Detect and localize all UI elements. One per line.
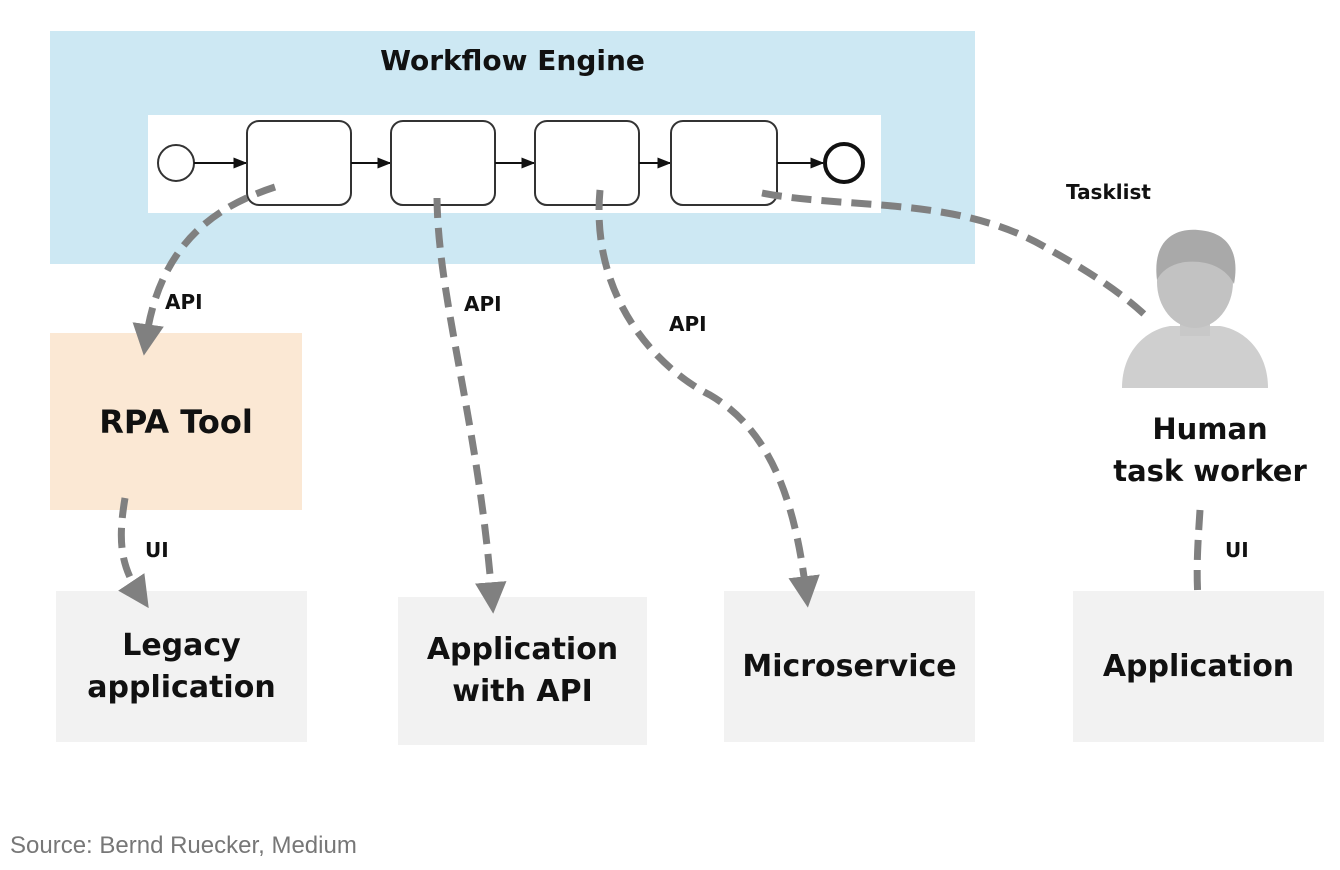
start-event-icon [157, 144, 195, 182]
microservice-label: Microservice [742, 648, 957, 684]
app-api-label: API [464, 292, 502, 316]
human-task-worker-label: Human task worker [1113, 412, 1307, 489]
connector-human-application [1193, 509, 1204, 599]
connector-task3-microservice [595, 189, 820, 608]
application-box: Application [1073, 591, 1324, 742]
workflow-engine-title: Workflow Engine [380, 44, 645, 77]
rpa-tool-box: RPA Tool [50, 333, 302, 510]
microservice-box: Microservice [724, 591, 975, 742]
end-event-icon [823, 142, 865, 184]
connector-rpa-legacy [117, 497, 149, 609]
micro-api-label: API [669, 312, 707, 336]
task-3 [534, 120, 640, 206]
rpa-api-label: API [165, 290, 203, 314]
legacy-application-label: Legacy application [87, 627, 276, 705]
tasklist-label: Tasklist [1066, 180, 1151, 204]
application-label: Application [1102, 648, 1295, 684]
rpa-ui-label: UI [145, 538, 169, 562]
connector-task1-rpa [132, 183, 277, 356]
connector-task4-human [761, 189, 1148, 318]
human-ui-label: UI [1225, 538, 1249, 562]
task-4 [670, 120, 778, 206]
task-2 [390, 120, 496, 206]
application-with-api-box: Application with API [398, 597, 647, 745]
connector-task2-application-with-api [433, 197, 507, 614]
rpa-tool-label: RPA Tool [99, 402, 253, 441]
source-caption: Source: Bernd Ruecker, Medium [10, 832, 357, 859]
human-worker-icon [1122, 229, 1268, 388]
legacy-application-box: Legacy application [56, 591, 307, 742]
application-with-api-label: Application with API [426, 632, 619, 709]
